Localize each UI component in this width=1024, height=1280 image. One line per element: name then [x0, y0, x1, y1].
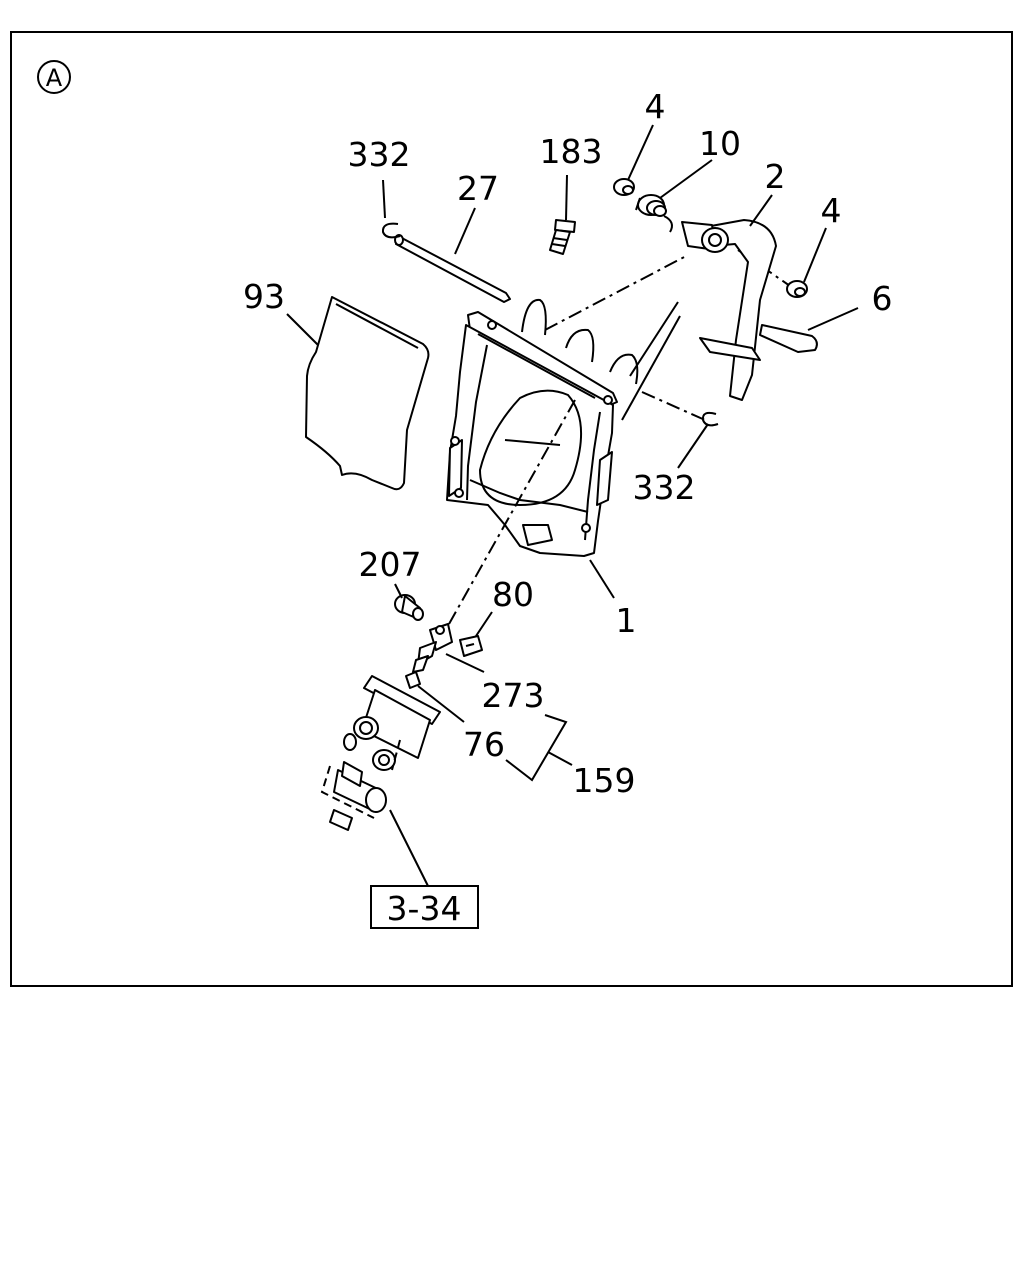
callout-80: 80	[492, 575, 534, 614]
part-4-bushing-right	[786, 280, 808, 298]
callout-207: 207	[359, 545, 422, 584]
part-4-bushing-top	[613, 178, 635, 196]
callout-27: 27	[457, 169, 499, 208]
part-273-clevis	[412, 623, 453, 673]
callout-332-top: 332	[348, 135, 411, 174]
callout-159: 159	[573, 761, 636, 800]
callout-10: 10	[699, 124, 741, 163]
shaft-alignment-line	[641, 391, 706, 421]
callout-6: 6	[872, 279, 893, 318]
callout-4-top: 4	[645, 87, 666, 126]
leader-lines	[286, 124, 859, 887]
part-93-cover-gasket	[305, 296, 430, 491]
callout-76: 76	[463, 725, 505, 764]
callout-93: 93	[243, 277, 285, 316]
pushrod-alignment-line	[439, 399, 576, 641]
part-332-snap-pin-right	[701, 411, 719, 427]
callout-183: 183	[540, 132, 603, 171]
part-76-nut	[405, 671, 421, 689]
reference-box-3-34[interactable]: 3-34	[370, 885, 479, 929]
diagram-frame	[10, 31, 1013, 987]
part-1-pedal-bracket	[446, 298, 681, 557]
part-332-snap-pin-top	[381, 222, 401, 239]
callout-332-right: 332	[633, 468, 696, 507]
callout-273: 273	[482, 676, 545, 715]
part-2-pedal-arm	[681, 219, 777, 401]
part-27-pivot-shaft	[394, 234, 511, 303]
part-10-return-spring	[635, 194, 673, 233]
callout-4-right: 4	[821, 191, 842, 230]
part-80-clip	[459, 635, 483, 657]
section-marker: A	[37, 60, 71, 94]
callout-2: 2	[765, 157, 786, 196]
part-183-bolt	[549, 219, 576, 255]
master-cylinder-assembly	[320, 675, 441, 831]
callout-1: 1	[616, 601, 637, 640]
svg-text:3-34: 3-34	[387, 889, 462, 928]
part-6-pedal-pad	[759, 324, 818, 353]
part-207-stopper-bolt	[394, 594, 424, 621]
svg-text:A: A	[46, 64, 63, 92]
